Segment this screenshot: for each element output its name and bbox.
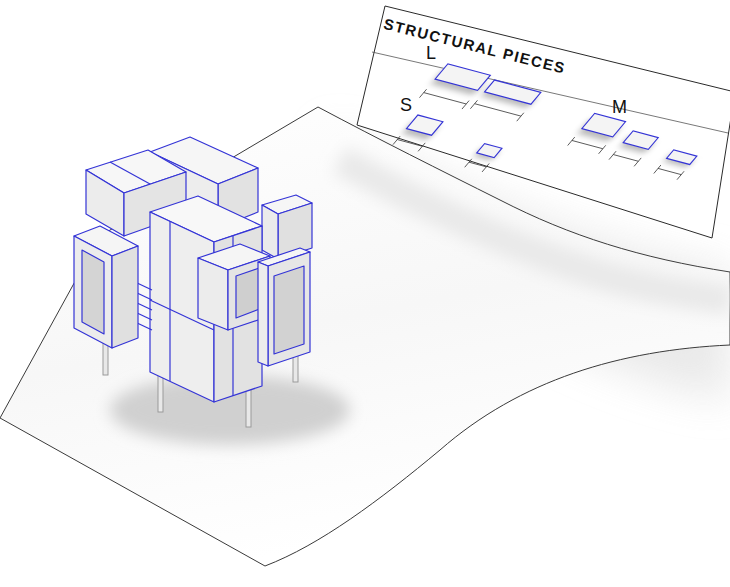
building-massing (74, 137, 312, 402)
pieces-panel (357, 6, 730, 238)
size-label: S (400, 96, 412, 114)
structural-piece-samples (393, 64, 697, 180)
size-label: M (612, 98, 627, 116)
size-label: L (426, 44, 436, 62)
